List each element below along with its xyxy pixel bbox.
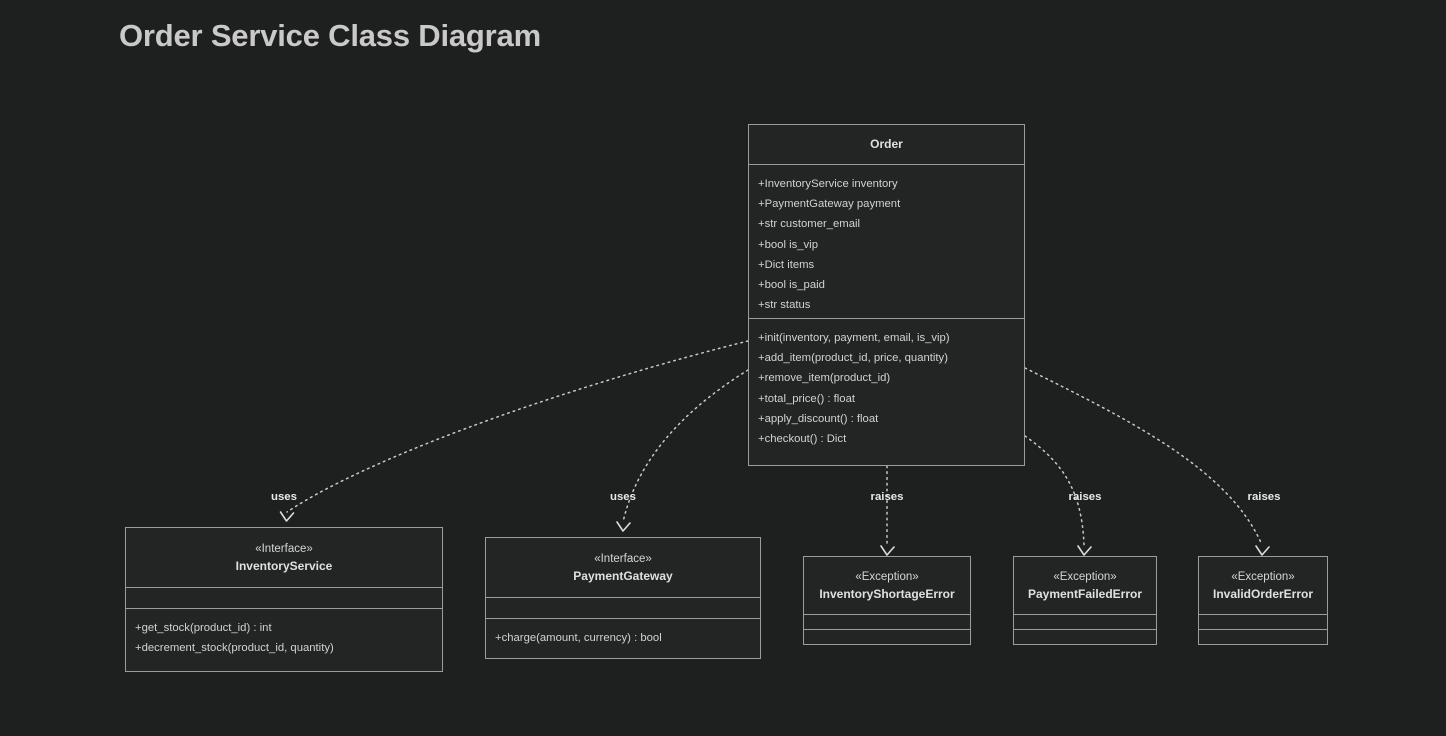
arrowhead-uses-payment xyxy=(616,521,631,532)
attribute-item: +Dict items xyxy=(758,258,815,271)
methods-compartment-inventory-service: +get_stock(product_id) : int +decrement_… xyxy=(126,608,442,671)
class-stereotype-inventory-service: «Interface» xyxy=(255,542,313,555)
class-name-invalid-order-error: InvalidOrderError xyxy=(1212,586,1314,601)
class-header-inventory-shortage-error: «Exception» InventoryShortageError xyxy=(804,557,970,614)
method-item: +get_stock(product_id) : int xyxy=(135,622,272,634)
arrowhead-raises-shortage xyxy=(880,545,895,556)
edge-label-uses-inventory: uses xyxy=(271,491,297,503)
edge-uses-inventory xyxy=(286,340,749,513)
methods-compartment-inventory-shortage-error xyxy=(804,629,970,644)
class-box-payment-gateway[interactable]: «Interface» PaymentGateway +charge(amoun… xyxy=(485,537,761,659)
class-stereotype-inventory-shortage-error: «Exception» xyxy=(855,570,919,583)
attribute-item: +str status xyxy=(758,299,811,312)
edge-label-uses-payment: uses xyxy=(610,491,636,503)
method-item: +total_price() : float xyxy=(758,392,856,405)
attribute-item: +str customer_email xyxy=(758,218,861,231)
method-item: +checkout() : Dict xyxy=(758,433,847,446)
edge-label-raises-shortage: raises xyxy=(870,491,904,503)
attributes-compartment-inventory-shortage-error xyxy=(804,614,970,629)
method-item: +init(inventory, payment, email, is_vip) xyxy=(758,332,950,344)
class-stereotype-invalid-order-error: «Exception» xyxy=(1231,570,1295,583)
class-box-inventory-shortage-error[interactable]: «Exception» InventoryShortageError xyxy=(803,556,971,645)
class-name-inventory-service: InventoryService xyxy=(235,558,333,573)
method-item: +apply_discount() : float xyxy=(758,412,879,425)
class-header-payment-failed-error: «Exception» PaymentFailedError xyxy=(1014,557,1156,614)
class-header-invalid-order-error: «Exception» InvalidOrderError xyxy=(1199,557,1327,614)
method-item: +charge(amount, currency) : bool xyxy=(495,632,662,644)
attributes-compartment-payment-failed-error xyxy=(1014,614,1156,629)
class-header-order: Order xyxy=(749,125,1024,164)
edge-label-raises-invalid-order: raises xyxy=(1247,491,1281,503)
method-item: +decrement_stock(product_id, quantity) xyxy=(135,642,334,655)
methods-compartment-order: +init(inventory, payment, email, is_vip)… xyxy=(749,318,1024,465)
methods-compartment-invalid-order-error xyxy=(1199,629,1327,644)
class-stereotype-payment-failed-error: «Exception» xyxy=(1053,570,1117,583)
attributes-compartment-payment-gateway xyxy=(486,597,760,618)
arrowhead-raises-invalid-order xyxy=(1255,545,1270,556)
class-header-payment-gateway: «Interface» PaymentGateway xyxy=(486,538,760,597)
arrowhead-uses-inventory xyxy=(279,511,295,522)
attributes-compartment-inventory-service xyxy=(126,587,442,608)
class-header-inventory-service: «Interface» InventoryService xyxy=(126,528,442,587)
class-name-payment-gateway: PaymentGateway xyxy=(573,568,673,583)
class-name-payment-failed-error: PaymentFailedError xyxy=(1027,586,1143,601)
page-title: Order Service Class Diagram xyxy=(119,18,541,53)
attributes-compartment-order: +InventoryService inventory +PaymentGate… xyxy=(749,164,1024,318)
attribute-item: +PaymentGateway payment xyxy=(758,198,901,211)
methods-compartment-payment-failed-error xyxy=(1014,629,1156,644)
attribute-item: +InventoryService inventory xyxy=(758,178,898,190)
arrowhead-raises-payment-failed xyxy=(1077,545,1092,556)
edge-label-raises-payment-failed: raises xyxy=(1068,491,1102,503)
class-box-payment-failed-error[interactable]: «Exception» PaymentFailedError xyxy=(1013,556,1157,645)
class-stereotype-payment-gateway: «Interface» xyxy=(594,552,652,565)
class-name-inventory-shortage-error: InventoryShortageError xyxy=(819,586,955,601)
edge-raises-invalid-order xyxy=(1024,367,1263,546)
class-box-invalid-order-error[interactable]: «Exception» InvalidOrderError xyxy=(1198,556,1328,645)
attributes-compartment-invalid-order-error xyxy=(1199,614,1327,629)
method-item: +add_item(product_id, price, quantity) xyxy=(758,352,948,365)
class-box-order[interactable]: Order +InventoryService inventory +Payme… xyxy=(748,124,1025,466)
method-item: +remove_item(product_id) xyxy=(758,372,891,385)
methods-compartment-payment-gateway: +charge(amount, currency) : bool xyxy=(486,618,760,658)
class-name-order: Order xyxy=(870,137,903,151)
class-box-inventory-service[interactable]: «Interface» InventoryService +get_stock(… xyxy=(125,527,443,672)
edge-uses-payment xyxy=(622,369,749,523)
attribute-item: +bool is_vip xyxy=(758,238,818,251)
attribute-item: +bool is_paid xyxy=(758,279,825,292)
